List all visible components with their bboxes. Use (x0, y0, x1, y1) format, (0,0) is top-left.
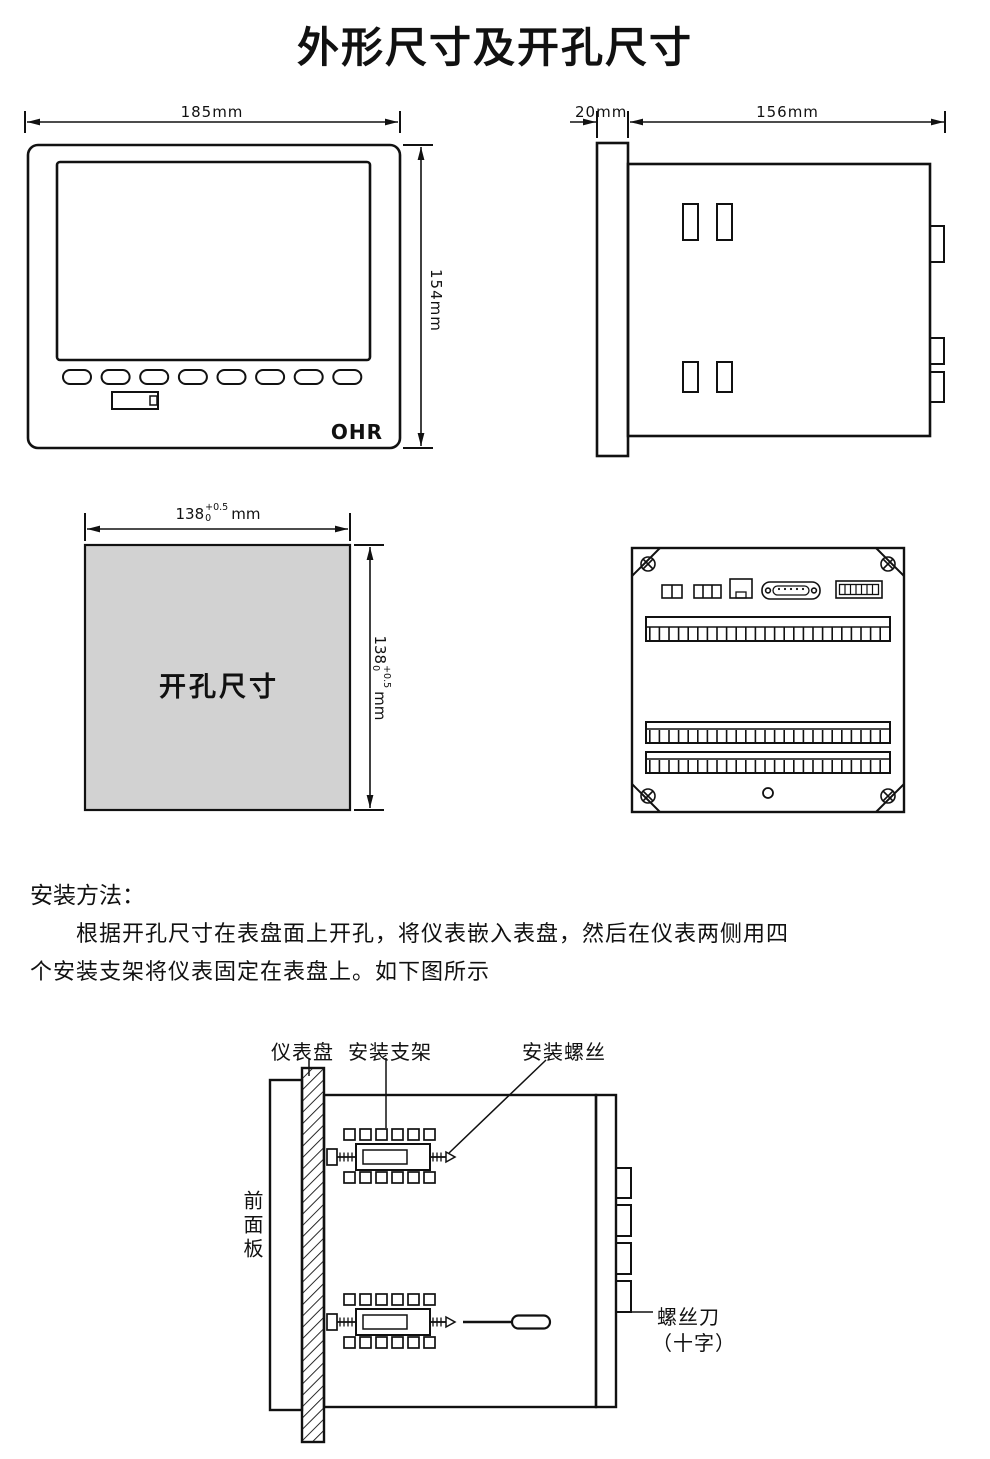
side-view-drawing (570, 111, 946, 458)
device-front-outline (26, 143, 402, 450)
terminal-block-small (693, 584, 722, 599)
rj45-port (729, 578, 753, 599)
rear-tabs (615, 1167, 632, 1313)
device-buttons (62, 369, 363, 385)
side-tab (929, 371, 945, 403)
dim-tol-minus: 0 (370, 665, 381, 672)
dim-tol-plus: +0.5 (205, 502, 229, 513)
label-mounting-bracket: 安装支架 (348, 1042, 432, 1064)
db9-port (761, 581, 821, 600)
cutout-dimensions (84, 513, 384, 811)
install-drawing (268, 1058, 653, 1444)
side-slot (716, 361, 733, 393)
label-screwdriver: 螺丝刀 (657, 1307, 720, 1329)
install-paragraph-line1: 根据开孔尺寸在表盘面上开孔，将仪表嵌入表盘，然后在仪表两侧用四 (76, 921, 790, 946)
back-hole (762, 787, 774, 799)
side-slot (682, 361, 699, 393)
side-flange-dim-label: 20mm (575, 103, 628, 121)
dim-unit: mm (231, 504, 261, 523)
label-screwdriver-type: （十字） (652, 1333, 736, 1355)
panel-hatch (300, 1066, 326, 1444)
side-slot (716, 203, 733, 241)
front-view-drawing (24, 111, 433, 450)
dim-value: 138 (371, 635, 389, 665)
mounting-bracket-top (326, 1128, 457, 1184)
screw-head (326, 1313, 338, 1331)
ohr-logo: OHR (330, 420, 384, 444)
front-height-dim-label: 154mm (427, 269, 445, 332)
front-width-dimension (24, 111, 401, 133)
side-tab (929, 225, 945, 263)
dim-tol-plus: +0.5 (380, 665, 392, 689)
install-paragraph-line2: 个安装支架将仪表固定在表盘上。如下图所示 (30, 959, 491, 984)
page-title: 外形尺寸及开孔尺寸 (296, 24, 693, 71)
front-panel (268, 1078, 304, 1412)
connector-row (661, 578, 883, 600)
label-mounting-screw: 安装螺丝 (522, 1042, 606, 1064)
device-side-outline (595, 141, 945, 458)
dim-tol-minus: 0 (205, 512, 212, 524)
mounting-bracket-bottom (326, 1293, 457, 1349)
front-width-dim-label: 185mm (180, 103, 244, 121)
side-tab (929, 337, 945, 365)
side-slot (682, 203, 699, 241)
install-heading: 安装方法： (30, 883, 145, 908)
cutout-drawing (83, 513, 384, 812)
device-rear-bar (594, 1093, 618, 1409)
dim-value: 138 (175, 504, 205, 523)
screw-tip (445, 1315, 457, 1329)
terminal-strips (645, 616, 891, 774)
back-view-drawing (630, 546, 906, 814)
bracket-body (355, 1143, 431, 1171)
side-flange (595, 141, 630, 458)
cutout-square (83, 543, 352, 812)
device-usb-slot (111, 391, 159, 410)
label-instrument-panel: 仪表盘 (271, 1042, 334, 1064)
front-height-dimension (403, 144, 433, 449)
screwdriver (463, 1314, 552, 1330)
bracket-body (355, 1308, 431, 1336)
side-body (626, 162, 932, 438)
dim-unit: mm (371, 691, 389, 721)
device-screen (55, 160, 372, 362)
screw-head (326, 1148, 338, 1166)
side-dimensions (570, 111, 946, 138)
side-depth-dim-label: 156mm (756, 103, 819, 121)
cutout-label: 开孔尺寸 (159, 672, 279, 702)
corner-screws (640, 556, 896, 804)
screw-tip (445, 1150, 457, 1164)
leader-lines (308, 1058, 653, 1313)
label-front-panel: 前面板 (240, 1190, 262, 1262)
power-terminal (835, 580, 883, 599)
